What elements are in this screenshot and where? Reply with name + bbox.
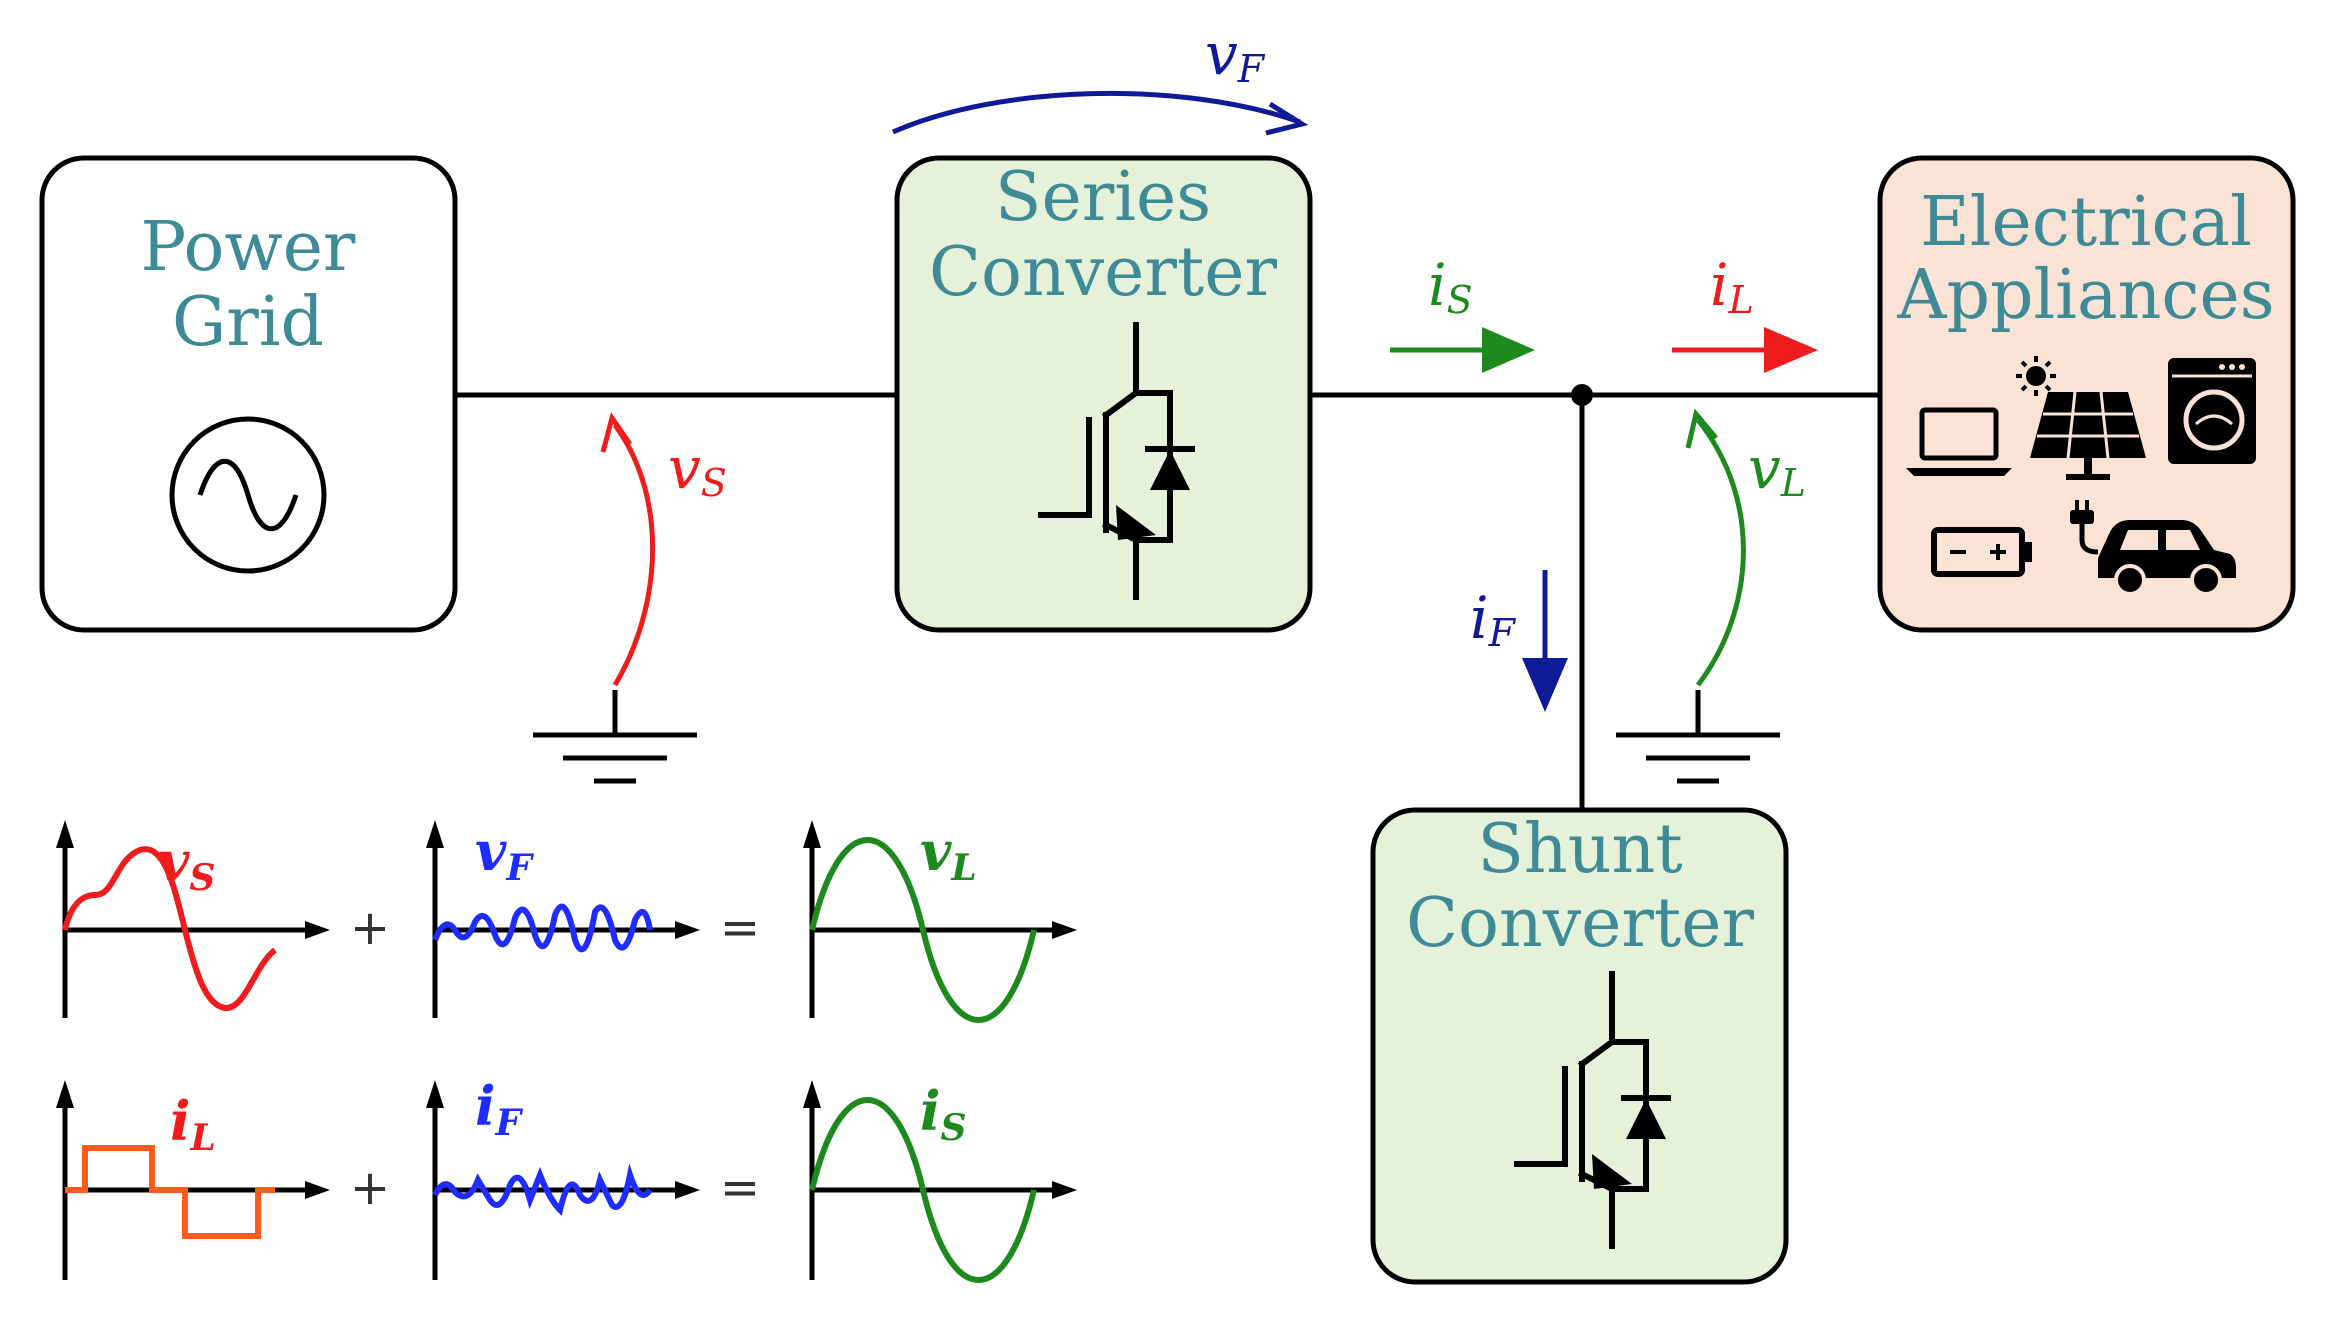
series-converter-block: Series Converter bbox=[894, 155, 1313, 633]
power-grid-title-line2: Grid bbox=[172, 283, 324, 362]
vf-label: vF bbox=[1205, 20, 1266, 91]
wf-if-label: iF bbox=[475, 1074, 524, 1144]
series-converter-title-line2: Converter bbox=[929, 233, 1277, 312]
wf-vs-axes bbox=[56, 820, 330, 1018]
ac-source-icon bbox=[169, 416, 327, 574]
shunt-converter-title-line2: Converter bbox=[1406, 884, 1754, 963]
ground-icon bbox=[1616, 690, 1780, 784]
appliances-title-line2: Appliances bbox=[1896, 256, 2274, 335]
igbt-diode-icon bbox=[1514, 971, 1671, 1249]
appliances-block: Electrical Appliances bbox=[1877, 155, 2296, 633]
wf-vf-axes bbox=[426, 820, 700, 1018]
appliances-title-line1: Electrical bbox=[1920, 183, 2252, 262]
wf-equals-operator: = bbox=[720, 1160, 760, 1216]
wf-vl-curve bbox=[809, 837, 1037, 1023]
laptop-icon bbox=[1906, 407, 2012, 476]
is-label: iS bbox=[1428, 251, 1473, 322]
battery-icon bbox=[1931, 527, 2032, 577]
wf-vs-label: vS bbox=[158, 829, 215, 899]
il-label: iL bbox=[1710, 251, 1754, 322]
wf-if-curve bbox=[432, 1163, 653, 1216]
wf-is-curve bbox=[809, 1097, 1037, 1283]
wf-vs-curve bbox=[62, 846, 277, 1011]
wf-vl-label: vL bbox=[920, 819, 977, 889]
ground-icon bbox=[533, 690, 697, 784]
il-arrow bbox=[1672, 327, 1818, 373]
wf-equals-operator: = bbox=[720, 900, 760, 956]
vf-arrow bbox=[891, 90, 1309, 136]
wf-is-label: iS bbox=[920, 1079, 967, 1149]
main-bus bbox=[455, 384, 1880, 810]
wf-if-axes bbox=[426, 1080, 700, 1280]
wf-il-axes bbox=[56, 1080, 330, 1280]
wf-plus-operator: + bbox=[350, 1160, 390, 1216]
vl-arrow bbox=[1685, 408, 1746, 687]
washing-machine-icon bbox=[2168, 358, 2256, 464]
shunt-converter-title-line1: Shunt bbox=[1477, 810, 1682, 889]
shunt-converter-block: Shunt Converter bbox=[1370, 807, 1789, 1285]
series-converter-title-line1: Series bbox=[995, 158, 1211, 237]
wf-plus-operator: + bbox=[350, 900, 390, 956]
vs-label: vS bbox=[668, 434, 727, 505]
vs-arrow bbox=[600, 412, 655, 687]
wf-vf-curve bbox=[432, 903, 653, 953]
igbt-diode-icon bbox=[1038, 322, 1195, 600]
if-arrow bbox=[1522, 570, 1568, 712]
is-arrow bbox=[1390, 327, 1535, 373]
wf-vf-label: vF bbox=[475, 819, 534, 889]
junction-node bbox=[1571, 384, 1593, 406]
vl-label: vL bbox=[1748, 434, 1806, 505]
solar-panel-icon bbox=[2016, 356, 2146, 480]
power-grid-block: Power Grid bbox=[39, 155, 458, 633]
electric-car-icon bbox=[2070, 500, 2236, 596]
if-label: iF bbox=[1470, 584, 1517, 655]
power-grid-title-line1: Power bbox=[141, 208, 356, 287]
wf-il-label: iL bbox=[170, 1089, 216, 1159]
wf-il-curve bbox=[65, 1145, 275, 1239]
